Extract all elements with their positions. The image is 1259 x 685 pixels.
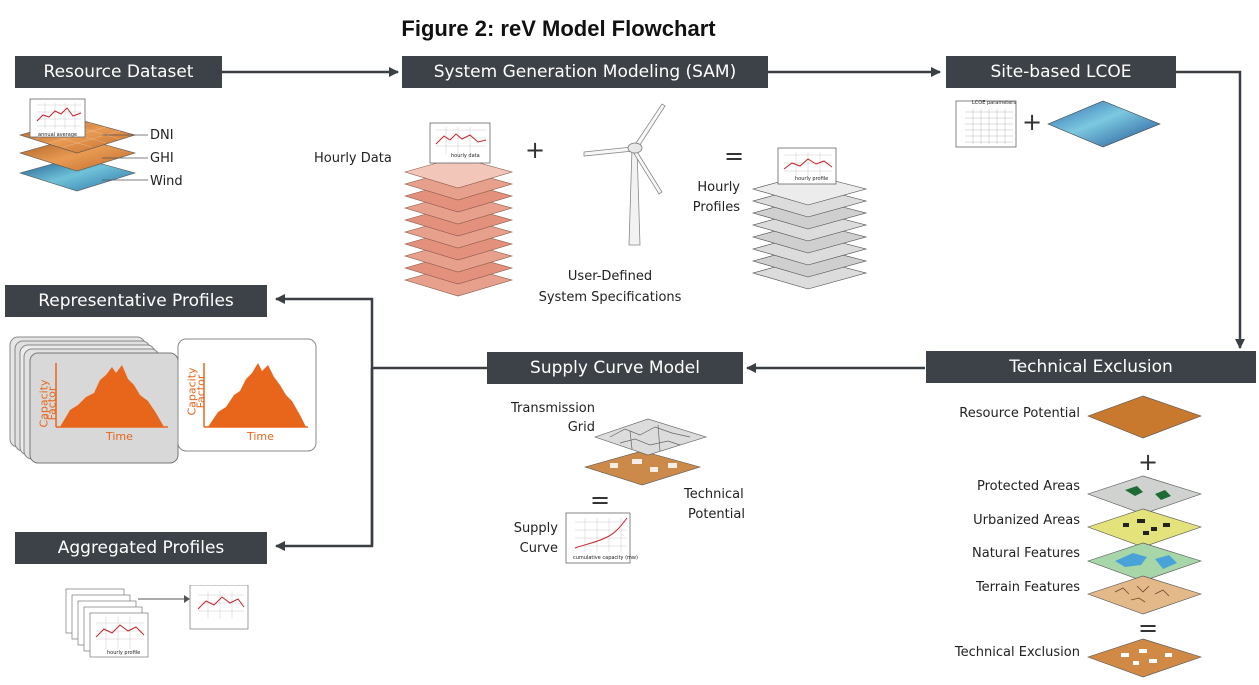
resource-potential-label: Resource Potential (959, 406, 1080, 421)
terrain-features-label: Terrain Features (975, 580, 1080, 595)
system-generation-box: System Generation Modeling (SAM) (402, 56, 768, 88)
hourly-profiles-label-2: Profiles (692, 200, 740, 215)
transmission-label-2: Grid (567, 420, 595, 435)
rep-ylabel-factor-right: Factor (194, 374, 208, 409)
resource-potential-layer (1087, 395, 1202, 439)
technical-exclusion-box: Technical Exclusion (926, 351, 1256, 383)
rep-ylabel-factor-left: Factor (45, 386, 59, 421)
aggregated-profile-stack (65, 585, 249, 658)
user-defined-label: User-Defined (567, 269, 653, 284)
rep-xlabel-time-right: Time (247, 430, 274, 443)
technical-exclusion-result-layer (1087, 638, 1202, 678)
supply-curve-model-box: Supply Curve Model (487, 352, 743, 384)
protected-areas-label: Protected Areas (976, 479, 1080, 494)
figure-title: Figure 2: reV Model Flowchart (401, 16, 716, 41)
exclusion-plus: + (1138, 448, 1159, 476)
technical-exclusion-result-label: Technical Exclusion (954, 645, 1080, 660)
aggregated-profiles-box: Aggregated Profiles (15, 532, 267, 564)
hourly-profiles-label-1: Hourly (697, 180, 740, 195)
sam-plus: + (525, 136, 546, 164)
resource-chart-caption: annual average (38, 132, 78, 138)
representative-profiles-box: Representative Profiles (5, 285, 267, 317)
system-specs-label: System Specifications (538, 290, 682, 305)
arrow-lcoe-to-exclusion (1176, 70, 1245, 349)
hourly-profiles-stack (751, 147, 868, 290)
technical-potential-label-1: Technical (684, 487, 744, 502)
resource-leader-lines (102, 134, 148, 181)
aggregated-chart-caption: hourly profile (107, 650, 141, 656)
urbanized-areas-layer (1087, 508, 1202, 548)
supply-curve-label-1: Supply (513, 521, 558, 536)
resource-dataset-box: Resource Dataset (15, 56, 222, 88)
site-lcoe-box: Site-based LCOE (946, 56, 1176, 88)
layer-label-ghi: GHI (150, 151, 174, 166)
technical-potential-label-2: Potential (688, 507, 745, 522)
terrain-features-layer (1087, 575, 1202, 615)
natural-features-layer (1087, 542, 1202, 582)
natural-features-label: Natural Features (972, 546, 1080, 561)
hourly-data-stack (403, 122, 514, 297)
protected-areas-layer (1087, 475, 1202, 515)
rep-xlabel-time-left: Time (106, 430, 133, 443)
lcoe-plus: + (1022, 108, 1043, 136)
layer-label-dni: DNI (150, 128, 174, 143)
lcoe-map-layer (1047, 100, 1161, 148)
hourly-data-label: Hourly Data (314, 151, 392, 166)
transmission-label-1: Transmission (511, 401, 595, 416)
resource-layer-stack (18, 98, 137, 192)
hourly-profile-caption: hourly profile (795, 176, 829, 182)
lcoe-chart-caption: LCOE parameters (972, 100, 1016, 106)
sam-equals: = (724, 142, 745, 170)
arrow-to-aggregated (275, 368, 374, 551)
supply-chart-caption: cumulative capacity (mw) (573, 555, 638, 561)
layer-label-wind: Wind (150, 174, 183, 189)
urbanized-areas-label: Urbanized Areas (973, 513, 1080, 528)
representative-profile-cards (9, 336, 317, 464)
wind-turbine-icon (583, 103, 666, 246)
exclusion-equals: = (1138, 614, 1159, 642)
lcoe-parameters-chart (955, 100, 1017, 148)
supply-curve-label-2: Curve (519, 541, 558, 556)
hourly-data-caption: hourly data (451, 153, 480, 159)
transmission-grid-layers (583, 418, 708, 486)
supply-curve-chart (565, 512, 631, 564)
supply-equals: = (590, 486, 611, 514)
